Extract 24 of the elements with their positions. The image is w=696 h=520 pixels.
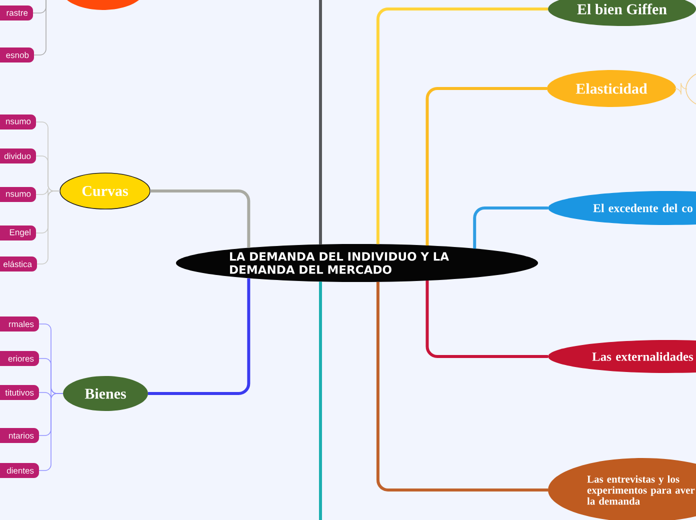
connector-line [150,190,250,248]
subtopic-pill: dientes [0,463,39,478]
subtopic-pill: nsumo [0,187,36,202]
connector-line [376,8,548,244]
subtopic-pill: titutivos [0,385,39,400]
subtopic-pill: rastre [0,6,33,20]
subtopic-pill: esnob [0,48,34,62]
subtopic-pill: nsumo [0,114,36,130]
connector-line [36,190,60,264]
connector-line [473,206,548,249]
subtopic-pill: elástica [0,256,37,272]
connector-line [148,278,250,395]
subtopic-pill: dividuo [0,148,36,164]
subtopic-pill: eriores [0,351,39,366]
connector-line [376,282,548,492]
subtopic-pill: rmales [0,316,39,332]
subtopic-pill: ntarios [0,428,39,443]
connector-line [674,82,688,95]
connector-line [319,0,322,244]
connector-line [319,282,322,520]
connector-line [426,87,547,246]
connector-line [34,0,46,56]
subtopic-pill: Engel [0,226,36,240]
connector-line [426,280,548,358]
